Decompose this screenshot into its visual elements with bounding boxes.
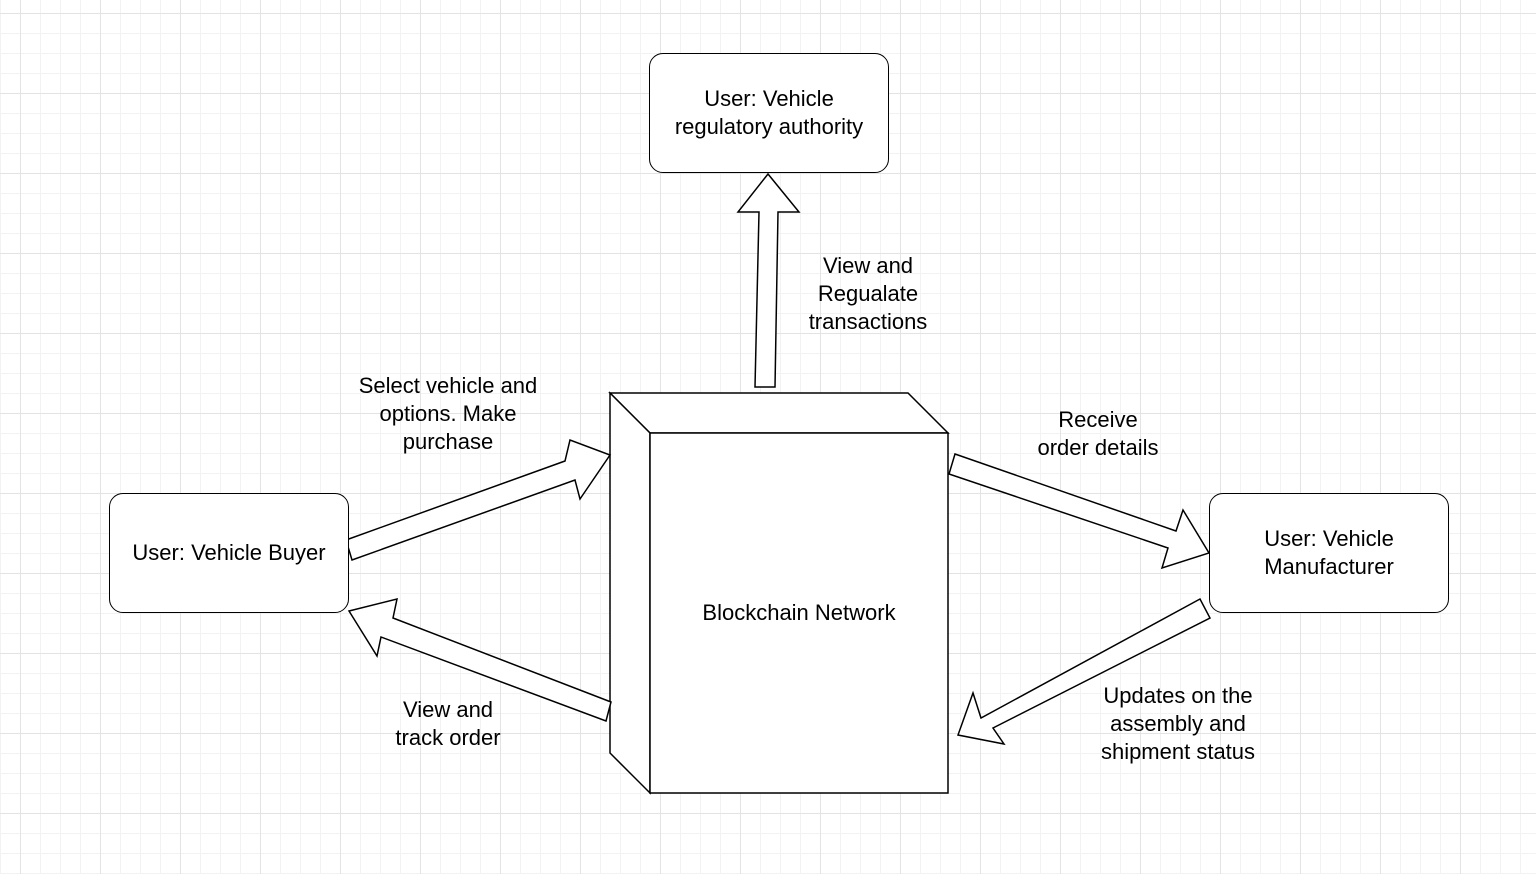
arrow-manufacturer-to-chain	[957, 597, 1212, 746]
buyer-node: User: Vehicle Buyer	[109, 493, 349, 613]
edge-label-chain-to-manufacturer: Receive order details	[1037, 407, 1159, 460]
manufacturer-node: User: Vehicle Manufacturer	[1209, 493, 1449, 613]
blockchain-label: Blockchain Network	[702, 600, 896, 625]
blockchain-cube	[608, 391, 950, 795]
edge-label-manufacturer-to-chain: Updates on the assembly and shipment sta…	[1100, 683, 1256, 764]
edge-label-to-regulator: View and Regualate transactions	[808, 253, 928, 334]
buyer-node-label: User: Vehicle Buyer	[132, 540, 326, 565]
regulator-node-label: User: Vehicle regulatory authority	[674, 86, 864, 139]
cube-side-face	[609, 391, 651, 795]
arrow-chain-to-regulator	[736, 172, 801, 388]
edge-label-buyer-to-chain: Select vehicle and options. Make purchas…	[358, 373, 538, 454]
regulator-node: User: Vehicle regulatory authority	[649, 53, 889, 173]
manufacturer-node-label: User: Vehicle Manufacturer	[1264, 526, 1394, 579]
arrow-chain-to-buyer	[347, 597, 612, 722]
arrow-chain-to-manufacturer	[948, 453, 1211, 570]
cube-top-face	[608, 392, 950, 434]
arrow-buyer-to-chain	[345, 438, 612, 561]
edge-label-chain-to-buyer: View and track order	[395, 697, 501, 750]
cube-front-face	[649, 432, 949, 794]
